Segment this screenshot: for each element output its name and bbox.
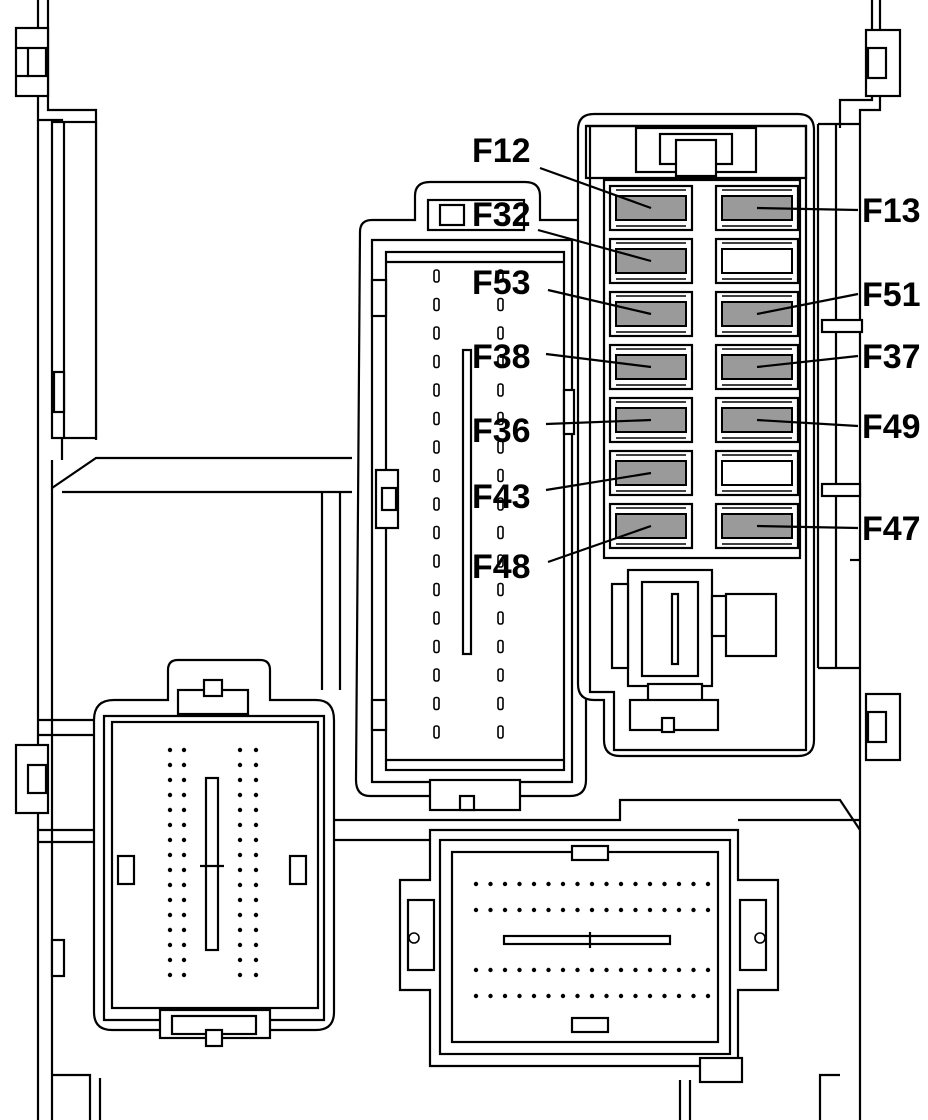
label-text: F38 [472,338,531,376]
fuse-label-F49: F49 [756,408,921,446]
fuse-label-F32: F32 [472,196,652,263]
label-text: F43 [472,478,531,516]
label-text: F13 [862,192,921,230]
empty-fuse-position [721,248,793,274]
label-text: F47 [862,510,921,548]
fuse-label-F51: F51 [756,276,921,316]
label-text: F53 [472,264,531,302]
fuse-slot-empty-2 [714,449,800,497]
label-text: F32 [472,196,531,234]
fuse-label-F37: F37 [756,338,921,376]
bottom-connector [398,828,780,1084]
label-text: F49 [862,408,921,446]
fuse-label-F12: F12 [472,132,652,210]
fuse [615,460,687,486]
label-text: F48 [472,548,531,586]
fuse-block [576,112,816,758]
fuse-slot-F48 [608,502,694,550]
centre-connector-pins [433,269,504,739]
label-text: F12 [472,132,531,170]
centre-connector [354,180,588,812]
fuse-label-F36: F36 [472,412,652,450]
empty-fuse-position [721,460,793,486]
fuse-slot-empty-1 [714,237,800,285]
housing-outline [14,0,902,1120]
label-text: F51 [862,276,921,314]
label-text: F37 [862,338,921,376]
fuse-label-F43: F43 [472,471,652,516]
label-text: F36 [472,412,531,450]
fuse-label-F48: F48 [472,524,652,586]
bottom-connector-pins [473,881,711,999]
fuse-label-F47: F47 [756,510,921,548]
left-connector-pins [167,747,259,978]
left-connector [92,658,336,1048]
fuse-label-F13: F13 [756,192,921,230]
fuse-label-F38: F38 [472,338,652,376]
fuse-label-F53: F53 [472,264,652,316]
fuse [615,513,687,539]
